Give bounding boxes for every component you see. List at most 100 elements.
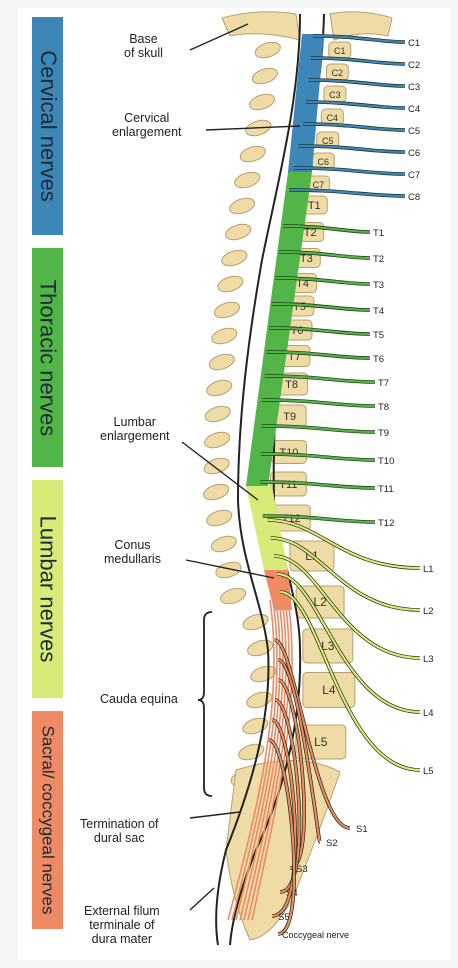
spinal-nerve [269,326,371,336]
callout-base-of-skull: Base of skull [124,32,163,60]
spinous-process [246,691,273,709]
spinal-nerve [261,398,376,408]
spinal-nerve [262,514,376,524]
callout-cauda-equina: Cauda equina [100,692,178,706]
spinal-nerve [289,188,406,198]
callout-line: Lumbar [113,415,156,429]
spinous-process [203,457,230,475]
callout-external-filum: External filum terminale of dura mater [84,904,160,946]
spinal-nerve [279,250,371,260]
spinal-nerve [283,224,371,234]
callout-leader [185,559,275,579]
spinous-process [251,67,278,85]
spinous-process [213,301,241,319]
spinal-nerve [310,56,406,66]
vertebra-label: C1 [334,46,346,56]
nerve-label: S5 [278,912,290,923]
nerve-label: C6 [408,148,420,159]
callout-line: enlargement [112,125,182,139]
spinous-process [210,535,237,553]
nerve-label: T5 [373,330,384,341]
cauda-equina-strand [235,599,281,921]
spinal-nerve [268,738,296,936]
spinal-nerve [280,590,421,772]
callout-line: Base [129,32,158,46]
vertebra-label: T2 [304,227,317,239]
callout-leader [189,811,241,819]
nerve-label: C2 [408,60,420,71]
cauda-equina-strand [227,599,275,921]
nerve-label: L5 [423,766,434,777]
spinous-process [239,145,266,163]
spinous-process [248,93,276,111]
spinous-process [206,379,233,397]
spinous-process [254,41,281,59]
spinal-nerve [264,374,376,384]
skull-base-left [221,11,301,41]
spinous-process [229,197,256,215]
spinal-nerve [277,658,322,844]
callout-leader [189,23,249,51]
vertebra-label: L4 [322,683,336,697]
spinous-process [204,431,231,449]
spinous-process [250,665,277,683]
spinous-process [217,275,244,293]
nerve-label: S2 [326,838,338,849]
spinal-nerve [260,480,376,490]
vertebra-label: C7 [313,180,325,190]
spinous-process [242,717,269,735]
spinous-process [221,249,248,267]
nerve-label: T8 [378,402,389,413]
vertebra-label: T8 [285,379,298,391]
spinal-nerve [298,144,406,154]
callout-lumbar-enlargement: Lumbar enlargement [100,415,170,443]
nerve-label: L4 [423,708,434,719]
spinal-nerve [273,554,421,660]
vertebra-label: T9 [283,411,296,423]
spinous-process [215,561,242,579]
nerve-label: L1 [423,564,434,575]
nerve-label: C5 [408,126,420,137]
vertebra-label: L2 [313,595,327,609]
vertebra-label: T4 [296,278,309,290]
spinous-process [203,483,230,501]
band-thoracic: Thoracic nerves [32,248,63,467]
band-sacral: Sacral/ coccygeal nerves [32,711,63,929]
spinal-nerve [271,302,371,312]
spinal-nerve [270,536,421,612]
spinal-nerve [266,350,371,360]
cauda-equina-strand [247,599,290,921]
band-cervical: Cervical nerves [32,17,63,235]
nerve-label: T12 [378,518,394,529]
nerve-label: T7 [378,378,389,389]
spinal-nerve [260,452,376,462]
spinal-nerve [275,276,371,286]
nerve-label: C8 [408,192,420,203]
callout-line: medullaris [104,552,161,566]
nerve-label: Coccygeal nerve [282,930,349,940]
callout-line: terminale of [89,918,155,932]
callout-cervical-enlargement: Cervical enlargement [112,111,182,139]
callout-line: Termination of [80,817,159,831]
nerve-label: T1 [373,228,384,239]
cord-lumbar [246,486,288,570]
spinal-nerve [261,424,376,434]
spinal-nerve [267,518,421,570]
spinous-process [238,743,265,761]
nerve-label: L2 [423,606,434,617]
vertebra-label: C5 [322,136,334,146]
vertebra-label: C6 [318,157,330,167]
spinous-process [208,353,235,371]
nerve-label: T2 [373,254,384,265]
nerve-label: C4 [408,104,420,115]
nerve-label: C1 [408,38,420,49]
nerve-label: T4 [373,306,384,317]
nerve-label: S3 [296,864,308,875]
callout-leader [205,125,301,131]
nerve-label: T10 [378,456,394,467]
spinal-nerve [305,100,406,110]
nerve-label: L3 [423,654,434,665]
nerve-label: C3 [408,82,420,93]
